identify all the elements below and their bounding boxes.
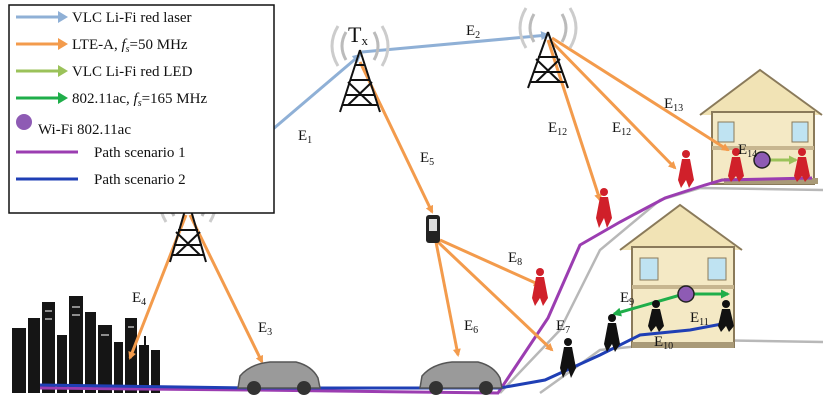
edge-label-6: E7	[556, 318, 570, 336]
city-windows	[45, 306, 134, 336]
legend-label-1: LTE-A, fs=50 MHz	[72, 37, 188, 55]
path-scenario-1	[39, 176, 813, 395]
edge-e13	[551, 36, 730, 152]
small-cell-device-icon	[426, 215, 440, 243]
edge-label-0: E1	[298, 128, 312, 146]
people-scenario-2	[560, 300, 734, 378]
tower-right-icon	[518, 7, 578, 89]
legend-label-3: 802.11ac, fs=165 MHz	[72, 91, 207, 109]
person-e8-icon	[532, 268, 548, 306]
legend-swatch-4	[16, 114, 32, 130]
edge-label-14: E14	[738, 142, 757, 160]
edge-e12a	[546, 39, 602, 202]
edge-label-10: E11	[690, 310, 709, 328]
edge-label-9: E10	[654, 334, 673, 352]
person-e12a-icon	[596, 188, 612, 228]
tx-label: Tx	[348, 22, 368, 48]
legend-label-0: VLC Li-Fi red laser	[72, 10, 192, 26]
legend-item-5: Path scenario 1	[16, 145, 186, 161]
edge-label-1: E2	[466, 23, 480, 41]
edge-label-8: E9	[620, 290, 634, 308]
edge-e12b	[548, 38, 677, 170]
edge-e9	[612, 292, 685, 317]
edge-label-2: E3	[258, 320, 272, 338]
legend-item-4: Wi-Fi 802.11ac	[16, 114, 131, 138]
person-e9-icon	[604, 314, 620, 352]
person-e12b-icon	[678, 150, 694, 188]
legend-item-2: VLC Li-Fi red LED	[16, 64, 193, 80]
edge-label-3: E4	[132, 290, 146, 308]
people-scenario-1	[532, 148, 810, 306]
legend-label-4: Wi-Fi 802.11ac	[38, 122, 131, 138]
car-left-icon	[237, 361, 321, 395]
edge-label-12: E12	[612, 120, 631, 138]
city-skyline-icon	[12, 296, 160, 393]
edge-e8	[439, 238, 542, 287]
edge-label-4: E5	[420, 150, 434, 168]
legend-label-5: Path scenario 1	[94, 145, 186, 161]
edge-label-7: E8	[508, 250, 522, 268]
car-right-icon	[419, 361, 503, 395]
legend-item-0: VLC Li-Fi red laser	[16, 10, 192, 26]
person-house-2-icon	[794, 148, 810, 182]
person-house-3-icon	[648, 300, 664, 332]
wifi-ap-upper-icon	[753, 151, 771, 169]
person-e7-icon	[560, 338, 576, 378]
person-house-1-icon	[728, 148, 744, 182]
edge-e6	[434, 241, 461, 357]
wifi-ap-lower-icon	[677, 285, 695, 303]
edge-label-11: E12	[548, 120, 567, 138]
legend-item-6: Path scenario 2	[16, 172, 186, 188]
person-house-4-icon	[718, 300, 734, 332]
edge-label-5: E6	[464, 318, 478, 336]
path-scenario-2	[39, 309, 726, 390]
edge-e7	[436, 240, 554, 352]
tower-tx-icon	[330, 25, 390, 113]
legend-item-3: 802.11ac, fs=165 MHz	[16, 91, 207, 109]
edge-e3	[188, 214, 264, 364]
legend-label-6: Path scenario 2	[94, 172, 186, 188]
edge-label-13: E13	[664, 96, 683, 114]
legend-item-1: LTE-A, fs=50 MHz	[16, 37, 188, 55]
legend-label-2: VLC Li-Fi red LED	[72, 64, 193, 80]
edge-e2-laser	[361, 31, 550, 54]
